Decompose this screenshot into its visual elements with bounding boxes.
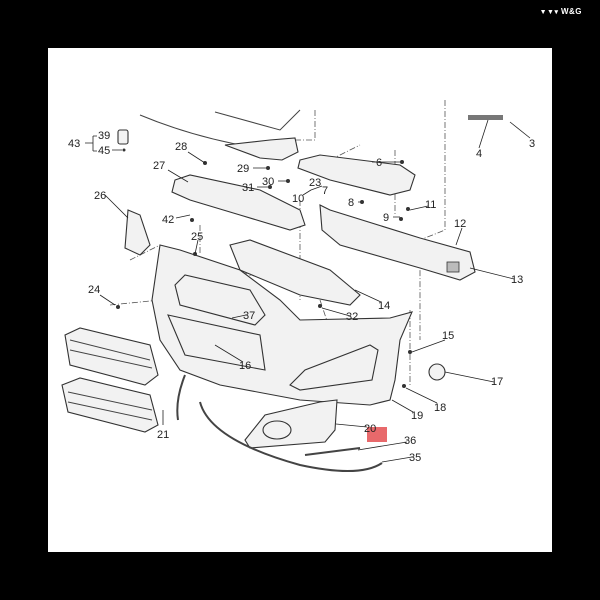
upper-grille-opening (174, 274, 266, 326)
part-12-impact-bar (319, 204, 476, 281)
callout-39: 39 (98, 130, 110, 142)
callout-35: 35 (409, 452, 421, 464)
callout-29: 29 (237, 163, 249, 175)
brand-logo: ▼▼▾ W&G (539, 7, 582, 16)
callout-17: 17 (491, 376, 503, 388)
part-23-panel (297, 154, 416, 196)
callout-43: 43 (68, 138, 80, 150)
fog-opening-right (289, 344, 379, 391)
part-39 (117, 129, 129, 145)
fog-ring (262, 420, 292, 440)
callout-16: 16 (239, 360, 251, 372)
callout-11: 11 (425, 199, 436, 211)
callout-42: 42 (162, 214, 174, 226)
callout-36: 36 (404, 435, 416, 447)
callout-15: 15 (442, 330, 454, 342)
impact-bar-slot (446, 261, 460, 273)
part-20-fog-bezel (244, 399, 338, 449)
callout-8: 8 (348, 197, 354, 209)
callout-31: 31 (242, 182, 254, 194)
callout-21: 21 (157, 429, 169, 441)
part-36-strip (304, 447, 361, 456)
brand-text: W&G (560, 7, 582, 16)
highlight-marker (367, 427, 387, 442)
grille-mesh (67, 339, 153, 421)
part-21-grille-lower (61, 377, 159, 433)
callout-labels: 43 39 45 28 29 27 30 31 23 7 10 6 8 9 11… (68, 130, 535, 464)
part-14-support (229, 239, 361, 306)
callout-27: 27 (153, 160, 165, 172)
leader-lines (85, 119, 531, 463)
fasteners (116, 115, 503, 388)
callout-19: 19 (411, 410, 423, 422)
part-21-trim (176, 374, 186, 421)
callout-13: 13 (511, 274, 523, 286)
callout-12: 12 (454, 218, 466, 230)
callout-30: 30 (262, 176, 274, 188)
callout-10: 10 (292, 193, 304, 205)
callout-7: 7 (322, 185, 328, 197)
part-17-fog-lamp (428, 363, 446, 381)
callout-24: 24 (88, 284, 100, 296)
upper-bracket (224, 137, 299, 161)
callout-26: 26 (94, 190, 106, 202)
callout-37: 37 (243, 310, 255, 322)
part-26-bracket (124, 209, 151, 256)
callout-20: 20 (364, 423, 376, 435)
callout-3: 3 (529, 138, 535, 150)
part-21-grille-upper (64, 327, 159, 386)
part-16-lower-opening (167, 314, 266, 371)
callout-18: 18 (434, 402, 446, 414)
part-27-shield (171, 174, 306, 231)
callout-28: 28 (175, 141, 187, 153)
callout-9: 9 (383, 212, 389, 224)
callout-14: 14 (378, 300, 390, 312)
callout-32: 32 (346, 311, 358, 323)
part-35-lower-lip (199, 401, 383, 472)
callout-4: 4 (476, 148, 482, 160)
callout-23: 23 (309, 177, 321, 189)
callout-25: 25 (191, 231, 203, 243)
callout-45: 45 (98, 145, 110, 157)
callout-6: 6 (376, 157, 382, 169)
